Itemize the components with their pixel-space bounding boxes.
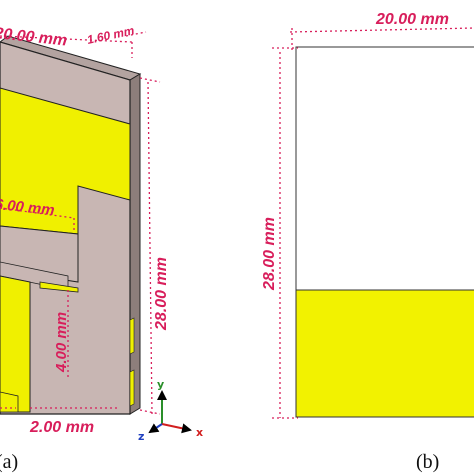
panel-a-dimensions bbox=[0, 31, 161, 415]
panel-b: 20.00 mm 28.00 mm (b) bbox=[261, 11, 474, 473]
side-patch bbox=[129, 317, 135, 355]
panel-a: 20.00 mm 1.60 mm 28.00 mm 16.00 mm 4.00 … bbox=[0, 23, 203, 473]
dim-a-thickness: 1.60 mm bbox=[86, 23, 136, 47]
feed-stub bbox=[39, 281, 79, 293]
feed-arm bbox=[0, 275, 31, 413]
panel-b-dimensions bbox=[272, 27, 474, 419]
dim-b-width: 20.00 mm bbox=[375, 11, 449, 28]
caption-b: (b) bbox=[416, 451, 439, 473]
feed-strip bbox=[0, 391, 19, 413]
ground-plane bbox=[295, 289, 474, 418]
side-patch-2 bbox=[129, 369, 135, 407]
dim-a-width-bottom: 2.00 mm bbox=[29, 419, 94, 436]
dim-a-height-feed: 4.00 mm bbox=[53, 312, 70, 373]
axis-y-label: y bbox=[157, 378, 164, 391]
caption-a: (a) bbox=[0, 451, 18, 473]
radiating-patch bbox=[0, 87, 131, 235]
dim-b-height: 28.00 mm bbox=[261, 217, 278, 291]
dim-a-height-side: 28.00 mm bbox=[153, 257, 170, 331]
axis-triad: y x z bbox=[138, 378, 203, 443]
substrate-side-edge bbox=[129, 73, 141, 415]
axis-x-label: x bbox=[196, 426, 203, 439]
axis-z-label: z bbox=[138, 430, 144, 443]
